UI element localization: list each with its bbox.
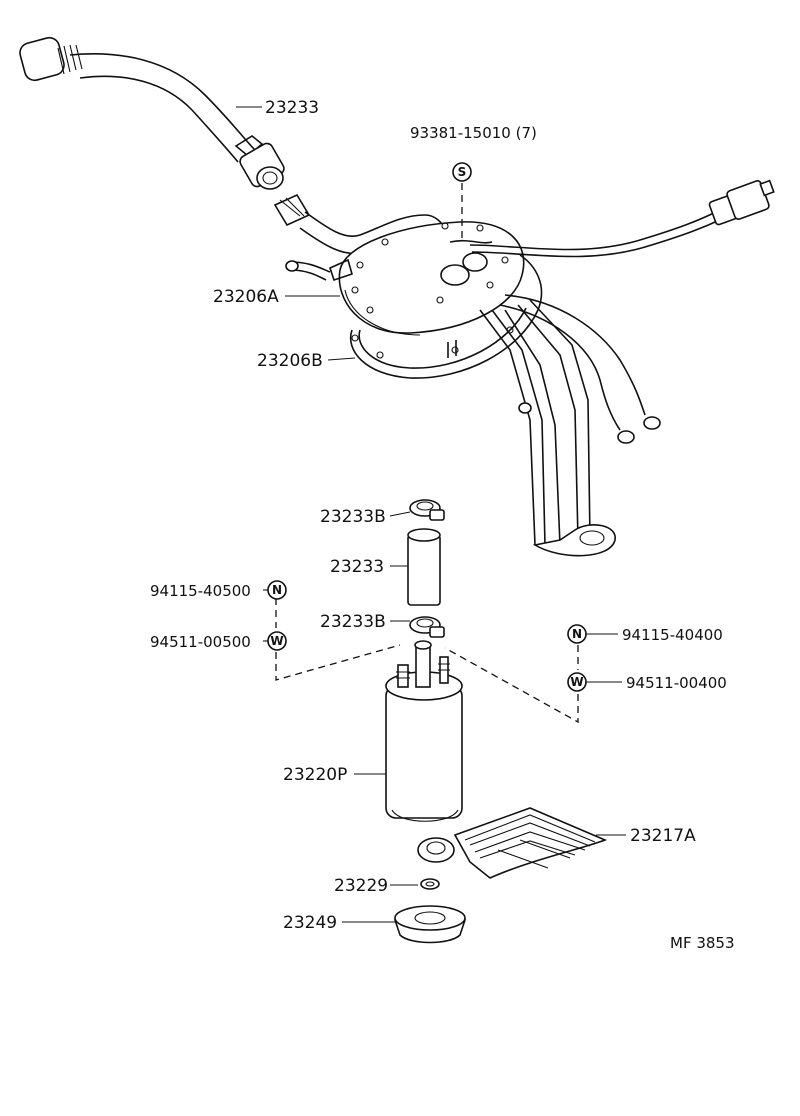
label-hose-mid: 23233: [330, 557, 384, 577]
label-pump: 23220P: [283, 765, 347, 785]
label-clamp-lower: 23233B: [320, 612, 386, 632]
dashed-guides: [275, 183, 579, 724]
label-ring: 23229: [334, 876, 388, 896]
sender-bracket: [479, 299, 616, 557]
washer-left-symbol: W: [267, 631, 287, 651]
label-washer-left: 94511-00500: [150, 633, 251, 651]
svg-text:N: N: [572, 627, 582, 641]
figure-code: MF 3853: [670, 934, 735, 952]
label-nut-right: 94115-40400: [622, 626, 723, 644]
fuel-pump: [385, 640, 463, 822]
svg-text:N: N: [272, 583, 282, 597]
label-filter: 23217A: [630, 826, 696, 846]
svg-text:W: W: [570, 675, 583, 689]
fuel-hose-top: [19, 36, 285, 190]
label-nut-left: 94115-40500: [150, 582, 251, 600]
label-plate-a: 23206A: [213, 287, 279, 307]
plate-gasket: [349, 254, 543, 379]
label-hose-top: 23233: [265, 98, 319, 118]
bolt-symbol: S: [452, 162, 472, 182]
clamp-upper: [409, 499, 445, 521]
svg-text:W: W: [270, 634, 283, 648]
nut-left-symbol: N: [267, 580, 287, 600]
label-bolt: 93381-15010 (7): [410, 124, 537, 142]
leader-lines: [236, 106, 626, 923]
fuel-hose-short: [407, 528, 441, 606]
pump-cushion: [394, 905, 466, 944]
label-washer-right: 94511-00400: [626, 674, 727, 692]
label-cushion: 23249: [283, 913, 337, 933]
label-clamp-upper: 23233B: [320, 507, 386, 527]
label-gasket-b: 23206B: [257, 351, 323, 371]
sender-plate: [285, 221, 525, 336]
svg-text:S: S: [458, 165, 467, 179]
fuel-filter: [417, 807, 608, 879]
o-ring: [420, 878, 440, 890]
clamp-lower: [409, 616, 445, 638]
wire-harness: [469, 179, 775, 444]
washer-right-symbol: W: [567, 672, 587, 692]
nut-right-symbol: N: [567, 624, 587, 644]
